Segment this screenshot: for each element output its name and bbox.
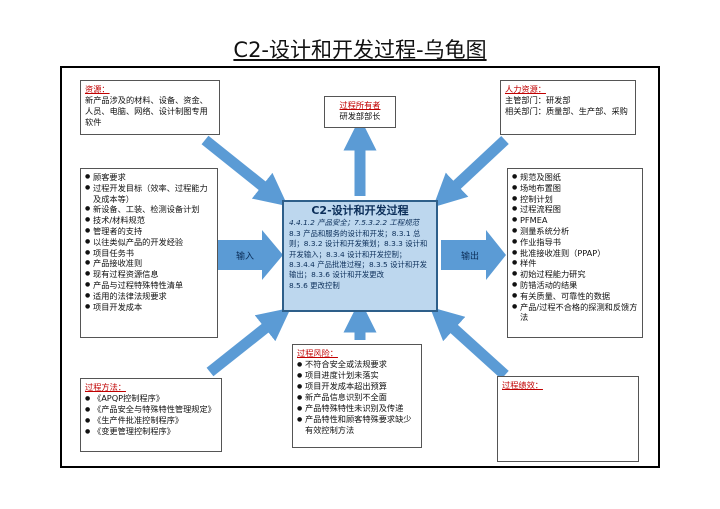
resources-text: 新产品涉及的材料、设备、资金、人员、电脑、网络、设计制图专用软件 [85, 95, 208, 127]
arrow-output [441, 230, 506, 280]
output-item: 初始过程能力研究 [512, 269, 638, 280]
risk-item: 项目进度计划未落实 [297, 370, 417, 381]
input-item: 管理者的支持 [85, 226, 213, 237]
center-line-2: 8.3 产品和服务的设计和开发；8.3.1 总则；8.3.2 设计和开发策划；8… [289, 228, 428, 280]
arrow-methods [206, 307, 291, 377]
risk-item: 项目开发成本超出预算 [297, 381, 417, 392]
input-item: 顾客要求 [85, 172, 213, 183]
owner-box: 过程所有者 研发部部长 [324, 96, 396, 128]
risk-item: 新产品信息识别不全面 [297, 392, 417, 403]
output-item: 场地布置图 [512, 183, 638, 194]
output-item: 防错活动的结果 [512, 280, 638, 291]
input-item: 产品接收准则 [85, 258, 213, 269]
input-item: 适用的法律法规要求 [85, 291, 213, 302]
performance-box: 过程绩效： [497, 376, 639, 462]
output-item: 产品/过程不合格的探测和反馈方法 [512, 302, 638, 324]
input-item: 项目开发成本 [85, 302, 213, 313]
method-item: 《产品安全与特殊特性管理规定》 [85, 404, 217, 415]
output-item: 样件 [512, 258, 638, 269]
input-item: 过程开发目标（效率、过程能力及成本等） [85, 183, 213, 205]
performance-header: 过程绩效： [502, 380, 543, 390]
resources-box: 资源： 新产品涉及的材料、设备、资金、人员、电脑、网络、设计制图专用软件 [80, 80, 220, 135]
owner-header: 过程所有者 [339, 100, 381, 110]
output-item: PFMEA [512, 215, 638, 226]
output-item: 批准接收准则（PPAP） [512, 248, 638, 259]
risk-item: 产品特殊特性未识别及传递 [297, 403, 417, 414]
risks-header: 过程风险： [297, 348, 338, 358]
hr-box: 人力资源： 主管部门：研发部 相关部门：质量部、生产部、采购 [500, 80, 636, 135]
resources-header: 资源： [85, 84, 110, 94]
center-title: C2-设计和开发过程 [311, 204, 409, 217]
center-line-3: 8.5.6 更改控制 [289, 280, 340, 290]
output-item: 有关质量、可靠性的数据 [512, 291, 638, 302]
method-item: 《变更管理控制程序》 [85, 426, 217, 437]
arrow-input [218, 230, 283, 280]
owner-text: 研发部部长 [339, 111, 381, 121]
input-item: 现有过程资源信息 [85, 269, 213, 280]
output-item: 测量系统分析 [512, 226, 638, 237]
method-item: 《APQP控制程序》 [85, 393, 217, 404]
arrow-hr [432, 135, 509, 208]
output-item: 过程流程图 [512, 204, 638, 215]
page-title: C2-设计和开发过程-乌龟图 [233, 38, 487, 62]
output-item: 作业指导书 [512, 237, 638, 248]
output-label: 输出 [461, 252, 480, 262]
methods-box: 过程方法： 《APQP控制程序》 《产品安全与特殊特性管理规定》 《生产件批准控… [80, 378, 222, 452]
method-item: 《生产件批准控制程序》 [85, 415, 217, 426]
input-item: 技术/材料规范 [85, 215, 213, 226]
center-line-1: 4.4.1.2 产品安全；7.5.3.2.2 工程规范 [289, 218, 419, 228]
arrow-resources [201, 135, 288, 207]
diagram-frame [60, 66, 660, 468]
input-item: 新设备、工装、检测设备计划 [85, 204, 213, 215]
output-item: 控制计划 [512, 194, 638, 205]
center-process-box: C2-设计和开发过程 4.4.1.2 产品安全；7.5.3.2.2 工程规范 8… [282, 200, 438, 312]
risks-box: 过程风险： 不符合安全或法规要求 项目进度计划未落实 项目开发成本超出预算 新产… [292, 344, 422, 448]
methods-header: 过程方法： [85, 382, 126, 392]
outputs-box: 规范及图纸 场地布置图 控制计划 过程流程图 PFMEA 测量系统分析 作业指导… [507, 168, 643, 338]
input-item: 项目任务书 [85, 248, 213, 259]
hr-line: 主管部门：研发部 [505, 95, 571, 105]
input-item: 产品与过程特殊特性清单 [85, 280, 213, 291]
input-item: 以往类似产品的开发经验 [85, 237, 213, 248]
input-label: 输入 [236, 252, 255, 262]
output-item: 规范及图纸 [512, 172, 638, 183]
risk-item: 不符合安全或法规要求 [297, 359, 417, 370]
hr-line: 相关部门：质量部、生产部、采购 [505, 106, 628, 116]
arrow-performance [429, 306, 509, 380]
hr-header: 人力资源： [505, 84, 546, 94]
inputs-box: 顾客要求 过程开发目标（效率、过程能力及成本等） 新设备、工装、检测设备计划 技… [80, 168, 218, 338]
risk-item: 产品特性和顾客特殊要求缺少有效控制方法 [297, 414, 417, 436]
